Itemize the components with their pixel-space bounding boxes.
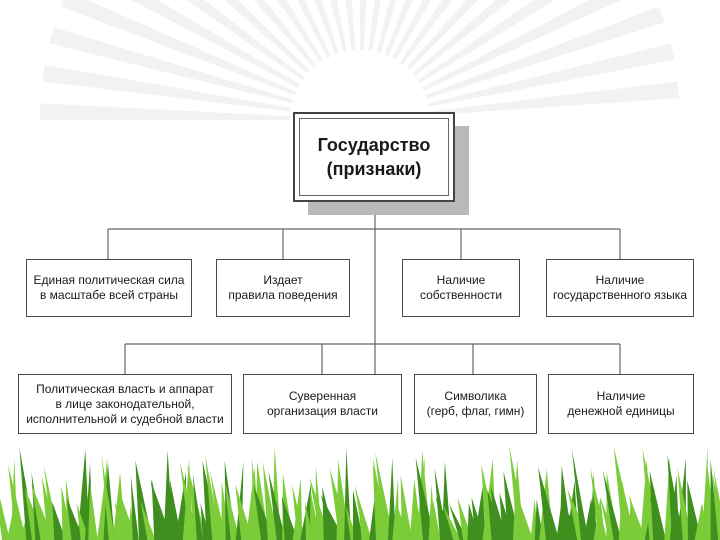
node-text-line: Наличие xyxy=(420,273,502,288)
node-text-line: (герб, флаг, гимн) xyxy=(427,404,525,419)
node-text-line: правила поведения xyxy=(228,288,337,303)
feature-node-currency: Наличие денежной единицы xyxy=(548,374,694,434)
node-text-line: Символика xyxy=(427,389,525,404)
node-text-line: Суверенная xyxy=(267,389,378,404)
feature-node-rules: Издает правила поведения xyxy=(216,259,350,317)
sunburst-decoration xyxy=(40,0,679,120)
feature-node-symbols: Символика (герб, флаг, гимн) xyxy=(414,374,537,434)
root-subtitle: (признаки) xyxy=(318,157,431,181)
feature-node-language: Наличие государственного языка xyxy=(546,259,694,317)
grass-blade xyxy=(696,504,702,540)
node-text-line: организация власти xyxy=(267,404,378,419)
node-text-line: денежной единицы xyxy=(567,404,674,419)
node-text-line: в лице законодательной, xyxy=(26,397,224,412)
node-text-line: собственности xyxy=(420,288,502,303)
root-title: Государство xyxy=(318,133,431,157)
node-text-line: государственного языка xyxy=(553,288,687,303)
root-node: Государство (признаки) xyxy=(293,112,455,202)
node-text-line: в масштабе всей страны xyxy=(34,288,185,303)
node-text-line: Наличие xyxy=(567,389,674,404)
grass-decoration xyxy=(0,446,720,540)
node-text-line: исполнительной и судебной власти xyxy=(26,412,224,427)
node-text-line: Политическая власть и аппарат xyxy=(26,382,224,397)
node-text-line: Наличие xyxy=(553,273,687,288)
node-text-line: Издает xyxy=(228,273,337,288)
feature-node-sovereignty: Суверенная организация власти xyxy=(243,374,402,434)
feature-node-power-apparatus: Политическая власть и аппарат в лице зак… xyxy=(18,374,232,434)
node-text-line: Единая политическая сила xyxy=(34,273,185,288)
feature-node-political-force: Единая политическая сила в масштабе всей… xyxy=(26,259,192,317)
grass-blade xyxy=(0,471,10,540)
feature-node-property: Наличие собственности xyxy=(402,259,520,317)
